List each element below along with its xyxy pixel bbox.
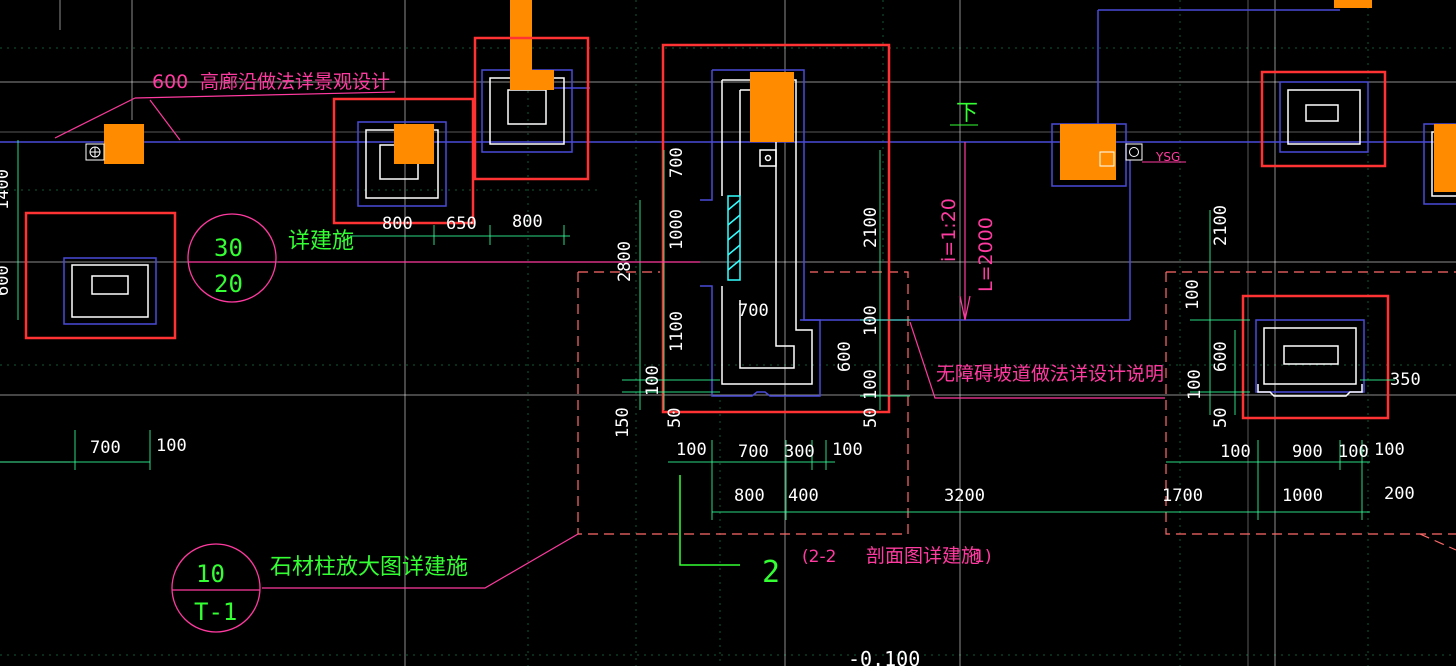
dim-text: 1100 [667,311,687,352]
section-cut-mark [679,475,740,566]
ramp-down-label: 下 [956,101,978,126]
dim-text: 1000 [1282,486,1323,506]
detail-bubble-b [171,543,261,633]
dim-text: 100 [1185,369,1205,400]
dim-text: 50 [665,408,685,428]
section-note: 剖面图详建施 [866,545,980,567]
orange-columns [104,0,1456,192]
dim-text: 150 [613,407,633,438]
gallery-label-num: 600 [152,71,188,93]
dim-text: 100 [676,440,707,460]
dim-text: 400 [788,486,819,506]
bubble-a-top: 30 [214,234,243,262]
dim-text: 2100 [861,207,881,248]
ramp-length-label: L=2000 [975,217,997,292]
dim-text: 100 [861,305,881,336]
dim-text: 50 [1211,408,1231,428]
bubble-b-bottom: T-1 [194,598,237,626]
dim-text: 100 [1220,442,1251,462]
dim-text: 650 [446,214,477,234]
bubble-a-bottom: 20 [214,270,243,298]
dim-text: 800 [382,214,413,234]
ramp-arrow [959,142,971,321]
stone-column-label: 石材柱放大图详建施 [270,555,468,580]
dim-text: 100 [156,436,187,456]
dim-text: 700 [738,442,769,462]
dimension-texts-vertical: 1400 600 700 1000 2800 1100 100 150 50 2… [0,147,1231,438]
see-arch-label: 详建施 [288,229,354,254]
dim-text: 3200 [944,486,985,506]
dim-text: 600 [835,341,855,372]
dim-text: 800 [512,212,543,232]
dim-text: 300 [784,442,815,462]
dim-text: 600 [0,265,13,296]
dim-text: 700 [667,147,687,178]
footing-d [1279,81,1369,153]
pipe-tag-label: YSG [1155,150,1180,164]
dim-text: 1000 [667,209,687,250]
ramp-slope-label: i=1:20 [938,198,960,262]
dim-text: 100 [1374,440,1405,460]
dim-text: 50 [861,408,881,428]
dimension-texts-horizontal: 800 650 800 700 100 700 100 700 300 100 … [90,212,1421,506]
dim-text: 700 [738,301,769,321]
bubble-b-top: 10 [196,560,225,588]
dim-text: 800 [734,486,765,506]
footing-e [1255,319,1365,397]
dim-text: 2100 [1211,205,1231,246]
elevation-label: -0.100 [848,647,920,666]
dim-text: 100 [1338,442,1369,462]
column-markers [85,143,1143,167]
dim-text: 600 [1211,341,1231,372]
dim-text: 900 [1292,442,1323,462]
axis-lines [0,9,1456,321]
highlight-boxes [24,36,1390,420]
section-note-suffix: 1) [974,547,991,567]
footing-a [63,257,157,325]
dim-text: 1400 [0,169,13,210]
ramp-note-label: 无障碍坡道做法详设计说明 [936,363,1164,385]
section-note-prefix: (2-2 [802,547,836,567]
dim-text: 2800 [615,241,635,282]
dim-text: 100 [1183,279,1203,310]
dim-text: 1700 [1162,486,1203,506]
gallery-label: 高廊沿做法详景观设计 [200,71,390,93]
dim-text: 100 [861,369,881,400]
section-number: 2 [762,555,780,590]
section-region-dashed [577,271,1456,551]
dim-text: 350 [1390,370,1421,390]
dim-text: 200 [1384,484,1415,504]
dimension-lines [0,140,1395,520]
dim-text: 100 [643,365,663,396]
dim-text: 100 [832,440,863,460]
leader-lines [54,91,1165,589]
detail-bubble-a [187,213,277,303]
dim-text: 700 [90,438,121,458]
